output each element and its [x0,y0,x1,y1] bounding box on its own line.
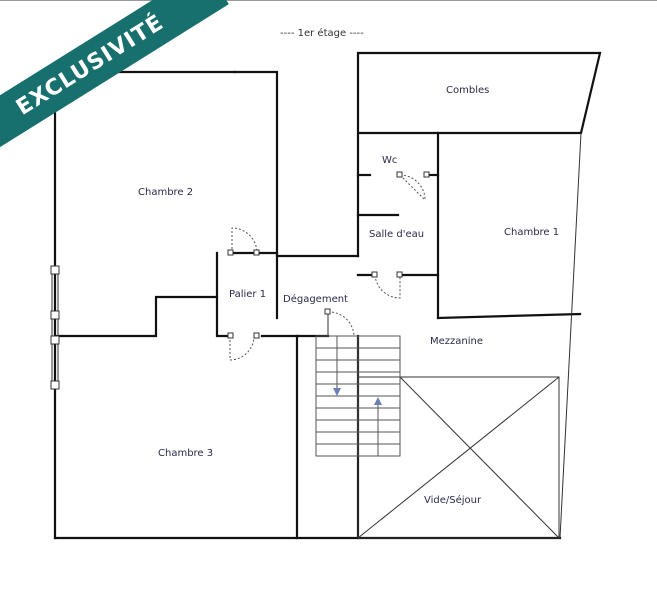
room-label-mezzanine: Mezzanine [430,336,484,347]
wall-combles [356,51,602,258]
room-label-degagement: Dégagement [283,294,348,305]
window-left [50,265,60,390]
room-label-vide-sejour: Vide/Séjour [424,495,482,506]
void-area [357,376,560,539]
stair-arrow-down-icon [333,388,341,396]
wall-palier [215,251,232,338]
room-label-palier: Palier 1 [229,289,267,300]
hinge-markers [227,171,430,339]
door-salle-eau [374,274,401,299]
door-wc [399,174,426,201]
room-label-chambre3: Chambre 3 [158,448,214,459]
wall-right-outer [559,132,582,539]
room-label-combles: Combles [446,85,490,96]
room-label-chambre1: Chambre 1 [504,227,560,238]
top-border-line [0,0,657,1]
door-degagement [327,311,355,337]
stair-arrow-up-icon [374,397,382,405]
room-label-salle-eau: Salle d'eau [369,229,425,240]
floor-title: ---- 1er étage ---- [280,28,364,39]
door-chambre3 [229,335,255,361]
door-chambre2 [231,227,258,254]
void-cross-2 [357,376,560,539]
wall-chambre2-chambre3 [53,295,219,338]
void-cross-1 [399,376,560,539]
room-label-chambre2: Chambre 2 [138,187,194,198]
wall-chambre2-outline [230,70,279,255]
stair-treads [316,347,400,445]
wall-chambre1-bottom [436,312,582,320]
room-label-wc: Wc [382,155,398,166]
